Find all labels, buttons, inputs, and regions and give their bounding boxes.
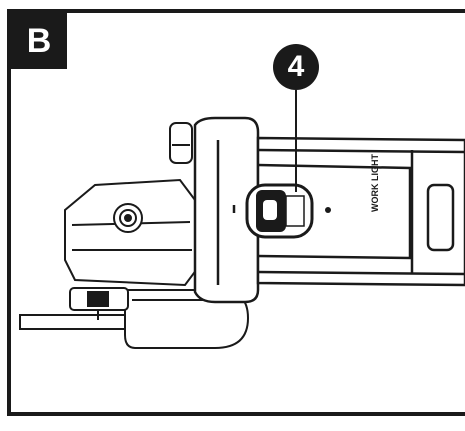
gear-head <box>64 178 202 320</box>
side-marking-text: WORK LIGHT <box>370 154 380 212</box>
callout-marker: 4 <box>273 44 319 90</box>
panel-label: B <box>11 13 67 69</box>
side-handle-mount <box>113 203 143 233</box>
disc-guard <box>19 289 250 349</box>
slide-switch-icon <box>245 183 331 239</box>
spindle-lock <box>169 122 193 164</box>
frame-border <box>7 9 465 416</box>
motor-collar <box>193 116 260 304</box>
